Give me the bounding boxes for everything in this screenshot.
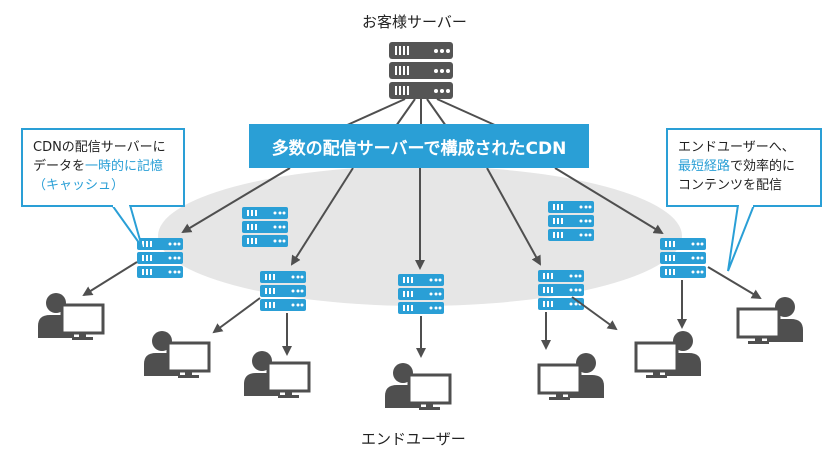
callout-left-highlight: 一時的に記憶 (85, 159, 164, 174)
callout-left-line2-text: データを (33, 159, 86, 174)
callout-left-line1: CDNの配信サーバーに (33, 140, 166, 155)
origin-server-icon (389, 42, 453, 99)
callout-right-line2-text: で効率的に (730, 159, 796, 174)
user-computer-icon (242, 349, 311, 400)
origin-server-label: お客様サーバー (362, 13, 467, 31)
callout-right-line2: 最短経路で効率的に (678, 157, 810, 176)
callout-right-highlight: 最短経路 (678, 159, 731, 174)
cdn-server-icon (398, 274, 444, 314)
user-computer-icon (142, 329, 211, 380)
callout-right-line3: コンテンツを配信 (678, 178, 783, 193)
callout-right: エンドユーザーへ、 最短経路で効率的に コンテンツを配信 (666, 128, 822, 207)
callout-left: CDNの配信サーバーに データを一時的に記憶 （キャッシュ） (21, 128, 185, 207)
callout-right-tail (727, 205, 756, 272)
callout-left-tail (110, 205, 143, 248)
cdn-server-icon (548, 201, 594, 241)
end-user-label: エンドユーザー (361, 430, 466, 448)
cdn-server-icon (260, 271, 306, 311)
delivery-arrows (82, 261, 762, 358)
user-computer-icon (36, 291, 105, 342)
cdn-banner: 多数の配信サーバーで構成されたCDN (249, 124, 589, 168)
callout-left-line3: （キャッシュ） (33, 178, 125, 193)
callout-right-line1: エンドユーザーへ、 (678, 140, 795, 155)
distribution-arrows (181, 167, 664, 270)
cdn-server-icon (660, 238, 706, 278)
cdn-server-icon (538, 270, 584, 310)
origin-fan-lines (344, 98, 498, 127)
user-computer-icon (736, 295, 805, 346)
user-computer-icon (634, 329, 703, 380)
user-computer-icon (537, 351, 606, 402)
callout-left-line2: データを一時的に記憶 (33, 157, 173, 176)
cdn-server-icon (242, 207, 288, 247)
user-computer-icon (383, 361, 452, 412)
